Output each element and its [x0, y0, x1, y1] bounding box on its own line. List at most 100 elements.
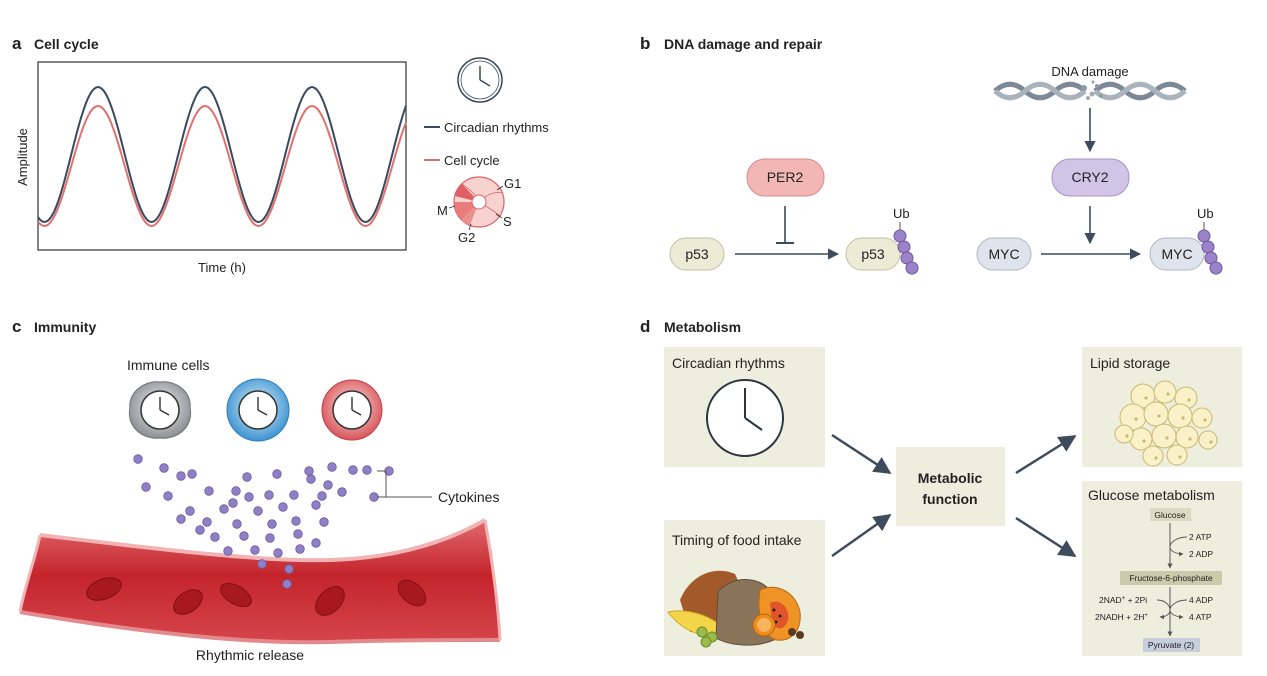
cytokine-particle	[253, 506, 263, 516]
cytokine-particle	[317, 491, 327, 501]
cytokine-particle	[163, 491, 173, 501]
cytokine-particle	[159, 463, 169, 473]
food-box-label: Timing of food intake	[672, 532, 802, 548]
cytokine-particle	[362, 465, 372, 475]
metabolic-to-lipid-arrow	[1015, 434, 1077, 475]
pyruvate-chip-label: Pyruvate (2)	[1148, 640, 1194, 650]
adipocyte-nucleus	[1125, 434, 1129, 438]
cytokine-particle	[272, 469, 282, 479]
cytokine-particle	[311, 500, 321, 510]
cytokine-particle	[273, 548, 283, 558]
panel-title-d: Metabolism	[664, 319, 741, 335]
adipocyte	[1198, 430, 1218, 450]
panel-a: a Cell cycle Amplitude Time (h) Circadia…	[12, 34, 549, 275]
adipocyte-nucleus	[1209, 440, 1213, 444]
metabolic-function-box	[896, 447, 1005, 526]
adipocyte-cluster-icon	[1114, 380, 1218, 467]
amplitude-label: Amplitude	[15, 128, 30, 186]
ub-label-myc: Ub	[1197, 206, 1214, 221]
adipocyte-nucleus	[1187, 398, 1191, 402]
atp-in-label: 2 ATP	[1189, 532, 1212, 542]
adipocyte	[1143, 401, 1169, 427]
myc-node	[976, 237, 1032, 271]
circadian-box-label: Circadian rhythms	[672, 355, 785, 371]
cell-cycle-wave	[37, 104, 407, 228]
cytokine-particle	[265, 533, 275, 543]
adipocyte-nucleus	[1144, 396, 1148, 400]
panel-b: b DNA damage and repair DNA damage PER2 …	[640, 34, 1223, 275]
cytokine-particle	[133, 454, 143, 464]
panel-letter-b: b	[640, 34, 650, 53]
adipocyte	[1166, 444, 1188, 466]
food-illustration-icon	[667, 570, 804, 648]
time-label: Time (h)	[198, 260, 246, 275]
cytokine-particle	[210, 532, 220, 542]
cytokine-particle	[228, 498, 238, 508]
plot-frame	[37, 61, 407, 251]
immune-cell-blue-icon	[226, 378, 290, 442]
immune-cell-red-icon	[321, 379, 383, 441]
legend-cell-cycle: Cell cycle	[444, 153, 500, 168]
per2-node	[746, 158, 825, 197]
f6p-chip-label: Fructose-6-phosphate	[1129, 573, 1212, 583]
adipocyte-nucleus	[1203, 418, 1207, 422]
adipocyte-nucleus	[1157, 414, 1161, 418]
cytokine-particle	[250, 545, 260, 555]
adipocyte-nucleus	[1181, 416, 1185, 420]
cytokine-particle	[141, 482, 151, 492]
atp-out-label: 4 ATP	[1189, 612, 1212, 622]
adipocyte	[1114, 424, 1134, 444]
adp-out-label: 2 ADP	[1189, 549, 1213, 559]
p53-node	[669, 237, 725, 271]
adipocyte-nucleus	[1134, 417, 1138, 421]
lipid-box-label: Lipid storage	[1090, 355, 1170, 371]
immune-cells-label: Immune cells	[127, 357, 209, 373]
glucose-box	[1082, 481, 1242, 656]
myc-ub-label: MYC	[1161, 246, 1192, 262]
metabolic-label-1: Metabolic	[918, 470, 983, 486]
nad-label: 2NAD+ + 2Pi	[1099, 595, 1147, 605]
cytokine-particle	[185, 506, 195, 516]
cytokine-particle	[291, 516, 301, 526]
adipocyte	[1142, 445, 1164, 467]
adp-exchange-arc	[1169, 599, 1188, 620]
cry2-node	[1051, 158, 1130, 197]
panel-title-a: Cell cycle	[34, 36, 99, 52]
panel-d: d Metabolism Circadian rhythms Timing of…	[640, 317, 1242, 656]
cytokine-particle	[176, 514, 186, 524]
cytokine-particle	[242, 472, 252, 482]
clock-icon	[706, 379, 784, 457]
cytokines-label: Cytokines	[438, 489, 499, 505]
cytokine-particle	[306, 474, 316, 484]
adipocyte	[1191, 407, 1213, 429]
rhythmic-release-label: Rhythmic release	[196, 647, 304, 663]
cytokine-particle	[219, 504, 229, 514]
adipocyte-nucleus	[1142, 439, 1146, 443]
cytokine-particle	[304, 466, 314, 476]
panel-c: c Immunity Immune cells	[12, 317, 502, 663]
p53-ub-node	[845, 237, 901, 271]
adp-in-label: 4 ADP	[1189, 595, 1213, 605]
cytokine-particle	[327, 462, 337, 472]
adipocyte-nucleus	[1178, 455, 1182, 459]
panel-title-b: DNA damage and repair	[664, 36, 823, 52]
glucose-box-label: Glucose metabolism	[1088, 487, 1215, 503]
per2-label: PER2	[767, 169, 804, 185]
nadh-label: 2NADH + 2H+	[1095, 612, 1148, 622]
panel-letter-a: a	[12, 34, 22, 53]
dna-damage-label: DNA damage	[1051, 64, 1128, 79]
cytokine-particle	[284, 564, 294, 574]
cytokine-particle	[257, 559, 267, 569]
glucose-chip-label: Glucose	[1154, 510, 1185, 520]
glucose-chip	[1150, 508, 1191, 521]
cytokine-particle	[195, 525, 205, 535]
circadian-to-metabolic-arrow	[831, 433, 892, 475]
dna-helix-icon	[993, 80, 1187, 101]
cytokine-particle	[267, 519, 277, 529]
ubiquitin-chain-icon	[893, 229, 919, 275]
ub-label-p53: Ub	[893, 206, 910, 221]
f6p-chip	[1120, 571, 1222, 585]
cytokine-particle	[295, 544, 305, 554]
cytokine-particle	[323, 480, 333, 490]
cytokine-particle	[176, 471, 186, 481]
